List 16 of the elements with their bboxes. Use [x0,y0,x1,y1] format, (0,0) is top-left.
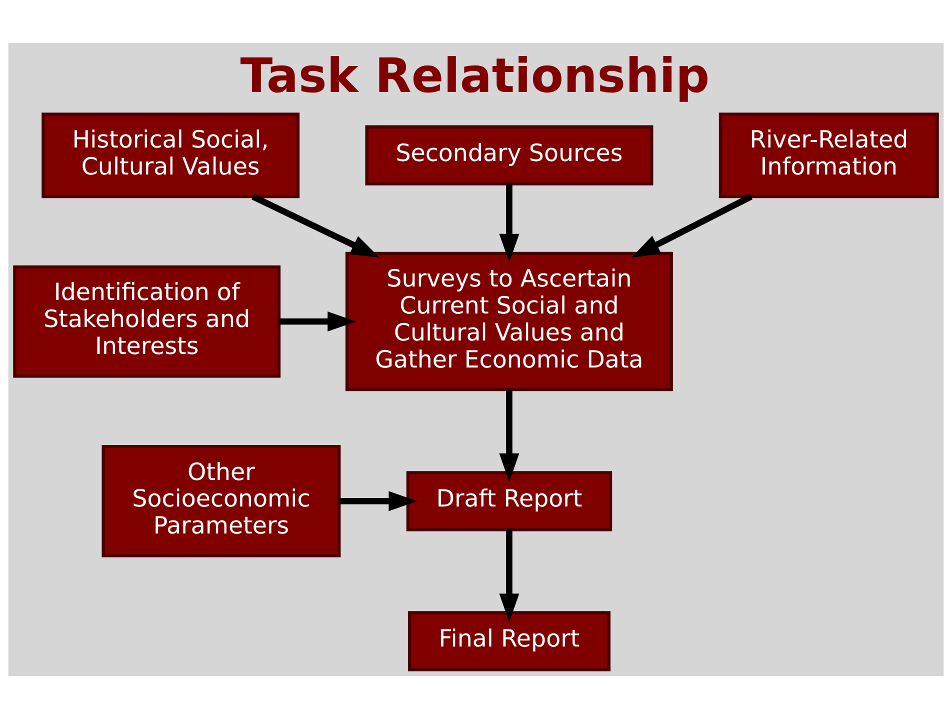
arrow [339,491,418,512]
node-box: Historical Social, Cultural Values [42,112,300,198]
arrow [499,390,520,482]
node-box: Other Socioeconomic Parameters [102,444,341,558]
node-box: Secondary Sources [365,125,654,186]
arrow [631,194,753,258]
node-box: River-Related Information [718,112,939,198]
node-box: Identification of Stakeholders and Interests [13,265,281,378]
node-box: Surveys to Ascertain Current Social and Cultural Values and Gather Economic Data [345,252,674,392]
node-box: Final Report [408,611,611,672]
arrow [499,184,520,262]
node-box: Draft Report [406,471,612,532]
arrow [279,312,356,332]
diagram-title: Task Relationship [240,49,710,104]
arrow [499,530,520,622]
arrow [252,194,380,258]
